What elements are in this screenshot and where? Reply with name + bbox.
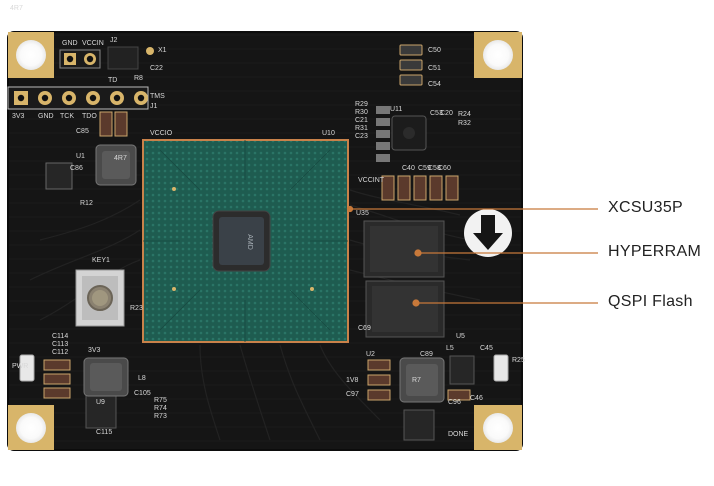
silkscreen-label: U5 xyxy=(456,333,465,340)
silkscreen-label: C23 xyxy=(355,133,368,140)
silkscreen-label: C50 xyxy=(428,47,441,54)
hyperram-chip xyxy=(363,220,445,278)
silkscreen-label: TDO xyxy=(82,113,97,120)
silkscreen-label: C85 xyxy=(76,128,89,135)
silkscreen-label: R24 xyxy=(458,111,471,118)
silkscreen-label: C89 xyxy=(420,351,433,358)
mounting-hole-bottom-left xyxy=(8,405,54,450)
key1-button xyxy=(75,269,125,327)
silkscreen-label: R8 xyxy=(134,75,143,82)
silkscreen-label: C40 xyxy=(402,165,415,172)
silkscreen-label: TD xyxy=(108,77,117,84)
inductor-l8 xyxy=(83,357,129,397)
silkscreen-label: R12 xyxy=(80,200,93,207)
silkscreen-label: L5 xyxy=(446,345,454,352)
silkscreen-label: VCCINT xyxy=(358,177,385,184)
silkscreen-label: J2 xyxy=(110,37,118,44)
silkscreen-label: KEY1 xyxy=(92,257,110,264)
silkscreen-label: R7 xyxy=(412,377,421,384)
label-qspi-flash: QSPI Flash xyxy=(608,293,693,310)
silkscreen-label: C114 xyxy=(52,333,68,340)
silkscreen-label: C60 xyxy=(438,165,451,172)
silkscreen-label: R25 xyxy=(512,357,525,364)
silkscreen-label: C96 xyxy=(448,399,461,406)
callout-leaders xyxy=(346,205,598,307)
header-j2 xyxy=(59,46,154,70)
silkscreen-label: U35 xyxy=(356,210,369,217)
inductor-l5 xyxy=(399,357,445,403)
silkscreen-label: C112 xyxy=(52,349,68,356)
led-done xyxy=(493,354,509,382)
silkscreen-label: 3V3 xyxy=(88,347,101,354)
silkscreen-label: L8 xyxy=(138,375,146,382)
silkscreen-label: U11 xyxy=(390,106,402,113)
silkscreen-label: GND xyxy=(62,40,78,47)
silkscreen-label: C51 xyxy=(428,65,441,72)
silkscreen-label: C46 xyxy=(470,395,483,402)
silkscreen-label: GND xyxy=(38,113,54,120)
silkscreen-label: U1 xyxy=(76,153,85,160)
mounting-hole-top-right xyxy=(474,32,522,78)
silkscreen-label: C97 xyxy=(346,391,359,398)
silkscreen-label: R31 xyxy=(355,125,368,132)
silkscreen-label: R30 xyxy=(355,109,368,116)
silkscreen-label: U10 xyxy=(322,130,335,137)
silkscreen-label: C86 xyxy=(70,165,83,172)
mounting-hole-bottom-right xyxy=(474,405,522,450)
silkscreen-label: 3V3 xyxy=(12,113,25,120)
silkscreen-label: 1V8 xyxy=(346,377,359,384)
silkscreen-label: DONE xyxy=(448,431,469,438)
label-hyperram: HYPERRAM xyxy=(608,243,702,260)
silkscreen-label: C20 xyxy=(440,110,453,117)
silkscreen-label: C113 xyxy=(52,341,68,348)
silkscreen-label: TCK xyxy=(60,113,74,120)
header-j1 xyxy=(7,86,149,110)
passive-components xyxy=(43,44,471,401)
silkscreen-label: C59 xyxy=(418,165,431,172)
silkscreen-label: TMS xyxy=(150,93,165,100)
silkscreen-label: VCCIN xyxy=(82,40,104,47)
silkscreen-label: R73 xyxy=(154,413,167,420)
silkscreen-label: C21 xyxy=(355,117,368,124)
silkscreen-label: X1 xyxy=(158,47,167,54)
silkscreen-label: R74 xyxy=(154,405,167,412)
silkscreen-label: C105 xyxy=(134,390,151,397)
inductor-u1 xyxy=(95,144,137,186)
led-pwr xyxy=(19,354,35,382)
silkscreen-label: U9 xyxy=(96,399,105,406)
silkscreen-label: U2 xyxy=(366,351,375,358)
orientation-arrow-icon xyxy=(464,209,512,257)
silkscreen-label: R23 xyxy=(130,305,143,312)
silkscreen-label: PWR xyxy=(12,363,28,370)
silkscreen-label: R32 xyxy=(458,120,471,127)
silkscreen-label: 4R7 xyxy=(10,5,23,12)
silkscreen-label: J1 xyxy=(150,103,158,110)
silkscreen-label: C54 xyxy=(428,81,441,88)
silkscreen-label: C22 xyxy=(150,65,163,72)
label-fpga: XCSU35P xyxy=(608,199,684,216)
silkscreen-label: R75 xyxy=(154,397,167,404)
silkscreen-label: C69 xyxy=(358,325,371,332)
fpga-package: AMD xyxy=(142,139,349,343)
silkscreen-label: C115 xyxy=(96,429,112,436)
silkscreen-label: C58 xyxy=(428,165,441,172)
silkscreen-label: 4R7 xyxy=(114,155,127,162)
die-logo-text: AMD xyxy=(246,234,253,250)
silkscreen-label: C53 xyxy=(430,110,443,117)
silkscreen-label: R29 xyxy=(355,101,368,108)
silkscreen-label: C45 xyxy=(480,345,493,352)
mounting-hole-top-left xyxy=(8,32,54,78)
silkscreen-label: VCCIO xyxy=(150,130,173,137)
qspi-flash-chip xyxy=(365,280,445,338)
